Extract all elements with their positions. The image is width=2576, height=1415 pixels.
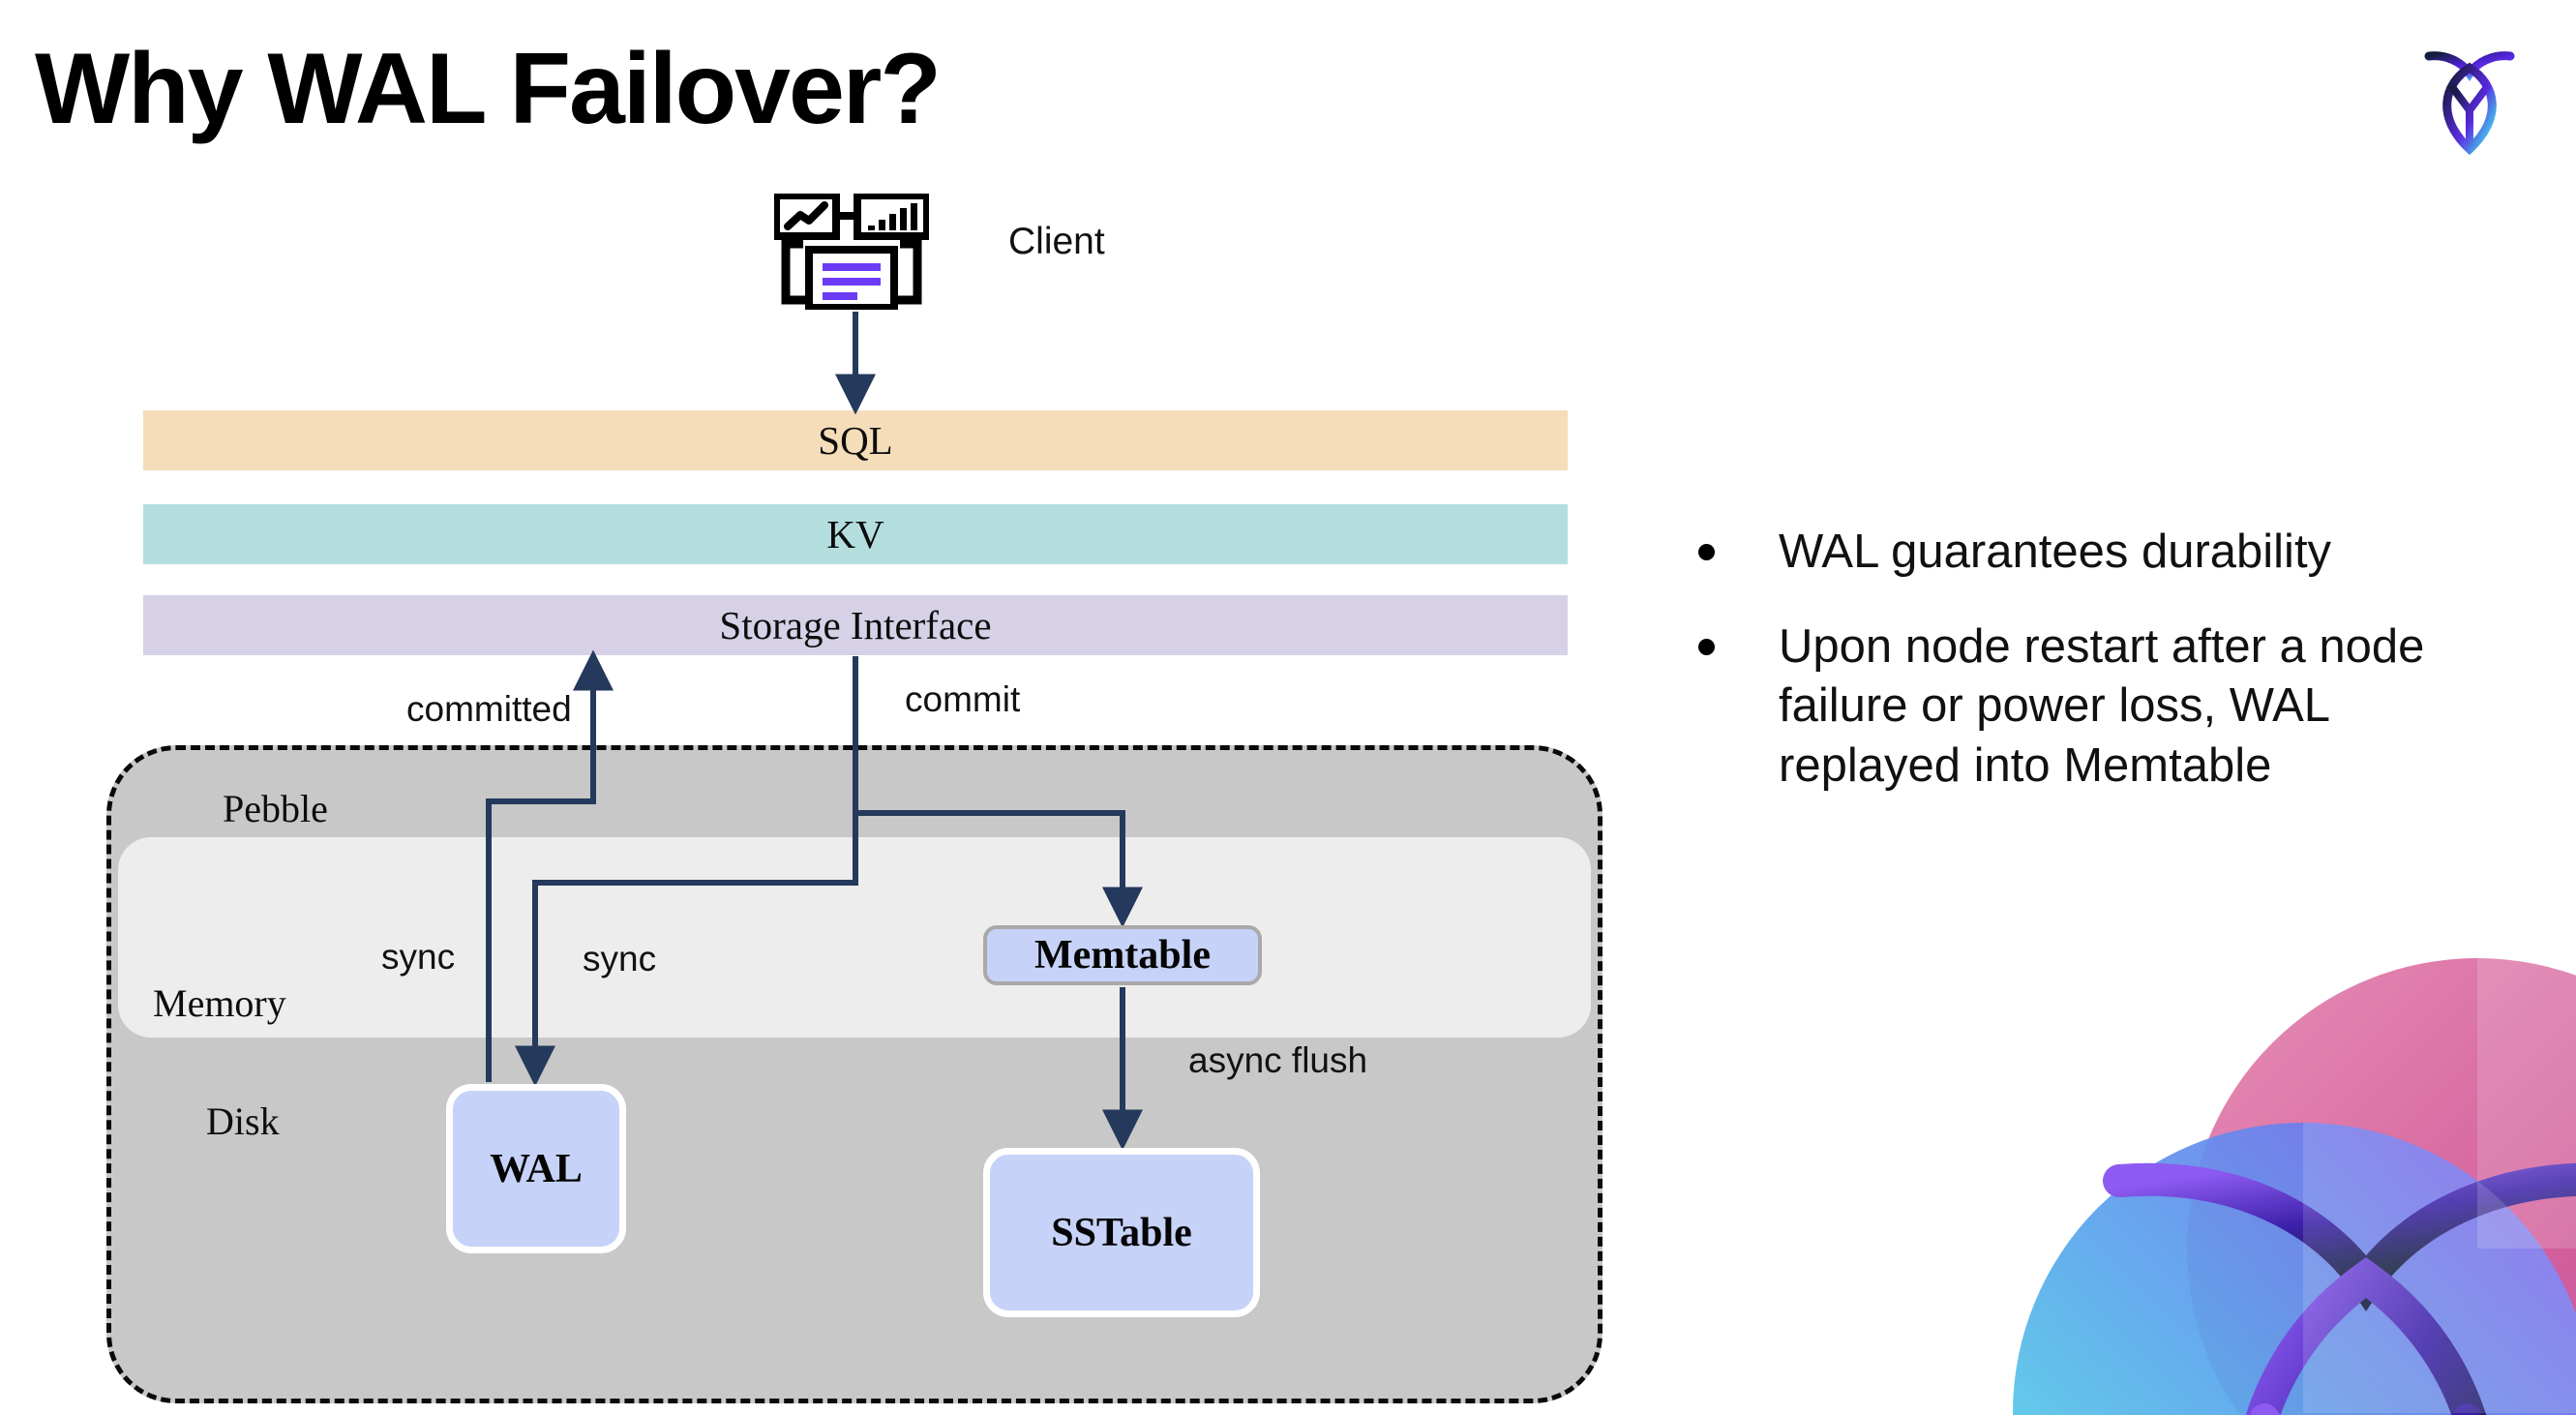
edge-label-committed: committed	[406, 689, 572, 729]
bullet-text: Upon node restart after a node failure o…	[1779, 619, 2425, 793]
layer-bar-kv: KV	[143, 504, 1568, 564]
page-title: Why WAL Failover?	[35, 33, 942, 145]
store-box-sstable: SSTable	[983, 1148, 1260, 1317]
edge-label-sync-a: sync	[381, 937, 456, 977]
list-item: Upon node restart after a node failure o…	[1698, 617, 2511, 797]
client-label: Client	[1008, 221, 1105, 262]
pebble-label: Pebble	[223, 787, 328, 830]
list-item: WAL guarantees durability	[1698, 523, 2511, 583]
edge-label-async-flush: async flush	[1188, 1040, 1368, 1080]
bullet-dot-icon	[1698, 544, 1715, 560]
client-dashboard-icon	[774, 194, 929, 310]
memory-region	[118, 837, 1591, 1038]
bullet-dot-icon	[1698, 638, 1715, 655]
bullet-text: WAL guarantees durability	[1779, 526, 2332, 578]
layer-bar-sql: SQL	[143, 410, 1568, 470]
memory-label: Memory	[153, 981, 286, 1025]
layer-bar-storage-interface: Storage Interface	[143, 595, 1568, 655]
edge-label-sync-b: sync	[583, 939, 657, 978]
edge-label-commit: commit	[905, 679, 1021, 719]
decorative-logo-watermark	[2013, 958, 2576, 1415]
bullet-list: WAL guarantees durability Upon node rest…	[1698, 523, 2511, 831]
disk-label: Disk	[206, 1099, 280, 1143]
store-box-wal: WAL	[446, 1084, 626, 1253]
cockroachdb-logo-icon	[2424, 51, 2515, 156]
store-box-memtable: Memtable	[983, 925, 1262, 985]
